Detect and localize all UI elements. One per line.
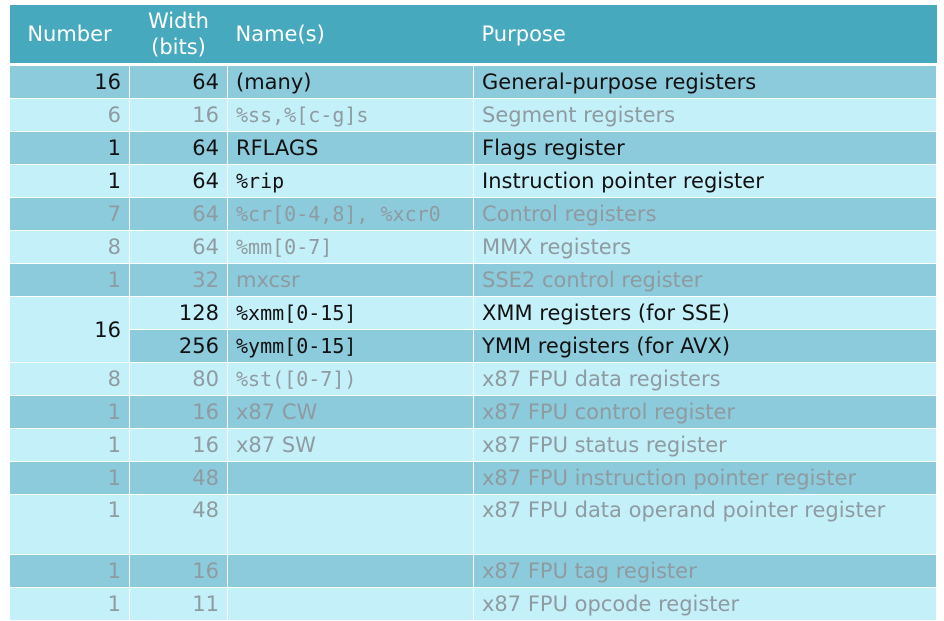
cell-number: 16 (9, 64, 130, 99)
cell-number-merged: 16 (9, 296, 130, 363)
cell-purpose: x87 FPU tag register (473, 554, 937, 588)
table-row: 1 64 %rip Instruction pointer register (9, 164, 937, 198)
table-row: 1 16 x87 SW x87 FPU status register (9, 428, 937, 462)
table-row: 1 11 x87 FPU opcode register (9, 587, 937, 621)
cell-purpose: x87 FPU data registers (473, 362, 937, 396)
table-header-row: Number Width (bits) Name(s) Purpose (9, 5, 937, 66)
cell-width: 16 (129, 395, 228, 429)
cell-number: 1 (9, 395, 130, 429)
cell-purpose: Control registers (473, 197, 937, 231)
cell-names: %ymm[0-15] (227, 329, 474, 363)
cell-names: %xmm[0-15] (227, 296, 474, 330)
cell-width: 64 (129, 164, 228, 198)
header-purpose: Purpose (473, 5, 937, 66)
cell-width: 32 (129, 263, 228, 297)
table-row: 1 64 RFLAGS Flags register (9, 131, 937, 165)
cell-purpose: YMM registers (for AVX) (473, 329, 937, 363)
table-row: 1 48 x87 FPU instruction pointer registe… (9, 461, 937, 495)
cell-purpose: x87 FPU instruction pointer register (473, 461, 937, 495)
cell-number: 7 (9, 197, 130, 231)
cell-purpose: Instruction pointer register (473, 164, 937, 198)
cell-number: 1 (9, 164, 130, 198)
table-row: 7 64 %cr[0-4,8], %xcr0 Control registers (9, 197, 937, 231)
cell-purpose: Flags register (473, 131, 937, 165)
cell-width: 80 (129, 362, 228, 396)
cell-purpose: XMM registers (for SSE) (473, 296, 937, 330)
cell-names: %ss,%[c-g]s (227, 98, 474, 132)
cell-names: (many) (227, 64, 474, 99)
cell-purpose: x87 FPU opcode register (473, 587, 937, 621)
cell-number: 1 (9, 131, 130, 165)
cell-names: %cr[0-4,8], %xcr0 (227, 197, 474, 231)
cell-names: mxcsr (227, 263, 474, 297)
cell-width: 64 (129, 64, 228, 99)
cell-purpose: Segment registers (473, 98, 937, 132)
table-row: 256 %ymm[0-15] YMM registers (for AVX) (10, 329, 937, 363)
cell-width: 128 (129, 296, 228, 330)
table-row: 1 32 mxcsr SSE2 control register (9, 263, 937, 297)
cell-width: 48 (129, 461, 228, 495)
header-width-line2: (bits) (151, 35, 206, 59)
table-row: 8 64 %mm[0-7] MMX registers (9, 230, 937, 264)
cell-number: 1 (9, 263, 130, 297)
cell-width: 64 (129, 230, 228, 264)
table-row: 6 16 %ss,%[c-g]s Segment registers (9, 98, 937, 132)
cell-purpose: x87 FPU control register (473, 395, 937, 429)
cell-width: 16 (129, 554, 228, 588)
register-table: Number Width (bits) Name(s) Purpose 16 6… (9, 5, 937, 621)
cell-names (227, 494, 474, 555)
cell-names: %rip (227, 164, 474, 198)
header-width-line1: Width (147, 9, 209, 33)
cell-width: 256 (129, 329, 228, 363)
cell-number: 1 (9, 554, 130, 588)
cell-number: 1 (9, 428, 130, 462)
cell-names: %st([0-7]) (227, 362, 474, 396)
cell-width: 16 (129, 98, 228, 132)
cell-width: 64 (129, 197, 228, 231)
cell-width: 16 (129, 428, 228, 462)
cell-names (227, 461, 474, 495)
table-row: 1 16 x87 FPU tag register (9, 554, 937, 588)
cell-purpose: MMX registers (473, 230, 937, 264)
cell-names: x87 SW (227, 428, 474, 462)
cell-names (227, 554, 474, 588)
table-row: 1 48 x87 FPU data operand pointer regist… (9, 494, 937, 555)
header-number: Number (9, 5, 130, 66)
cell-width: 11 (129, 587, 228, 621)
cell-number: 1 (9, 494, 130, 555)
cell-width: 48 (129, 494, 228, 555)
header-width: Width (bits) (129, 5, 228, 66)
cell-number: 8 (9, 362, 130, 396)
cell-names: RFLAGS (227, 131, 474, 165)
cell-purpose: SSE2 control register (473, 263, 937, 297)
table-row: 1 16 x87 CW x87 FPU control register (9, 395, 937, 429)
table-row: 16 128 %xmm[0-15] XMM registers (for SSE… (9, 296, 937, 363)
header-names: Name(s) (227, 5, 474, 66)
table-row: 8 80 %st([0-7]) x87 FPU data registers (9, 362, 937, 396)
cell-purpose: General-purpose registers (473, 64, 937, 99)
cell-number: 8 (9, 230, 130, 264)
cell-width: 64 (129, 131, 228, 165)
table-row: 16 64 (many) General-purpose registers (9, 64, 937, 99)
cell-number: 6 (9, 98, 130, 132)
cell-purpose: x87 FPU data operand pointer register (473, 494, 937, 555)
cell-names: %mm[0-7] (227, 230, 474, 264)
cell-purpose: x87 FPU status register (473, 428, 937, 462)
cell-names (227, 587, 474, 621)
cell-names: x87 CW (227, 395, 474, 429)
cell-number: 1 (9, 587, 130, 621)
cell-number: 1 (9, 461, 130, 495)
register-table-container: Number Width (bits) Name(s) Purpose 16 6… (9, 5, 937, 621)
